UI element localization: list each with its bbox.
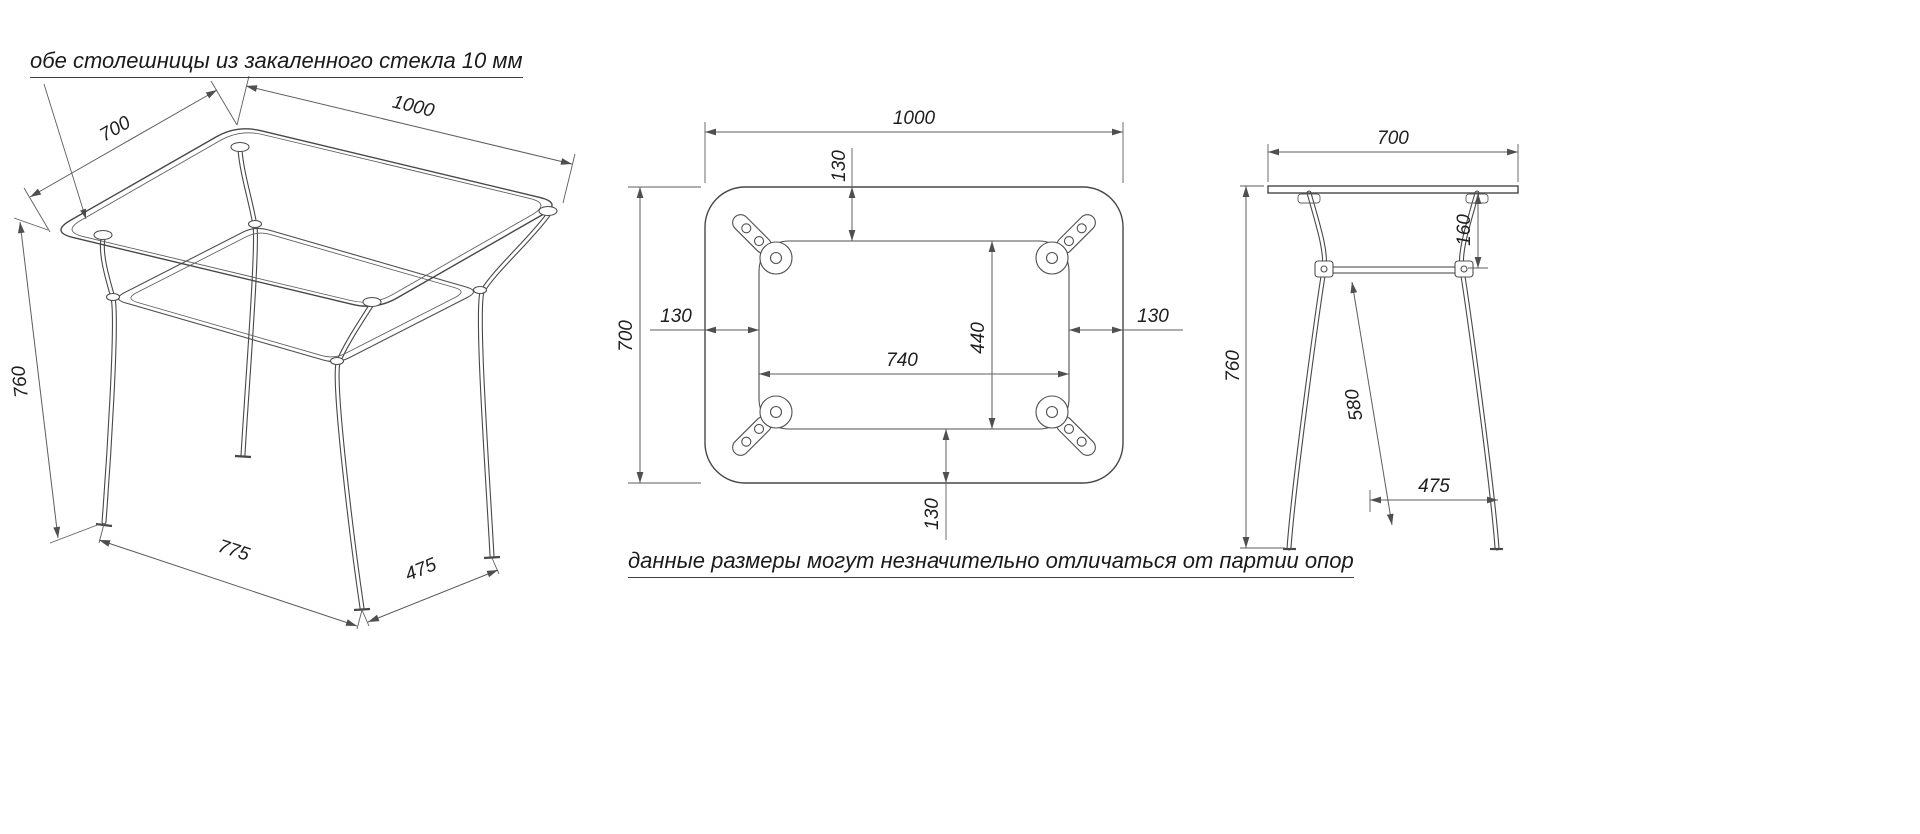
glass-shelf bbox=[117, 227, 475, 363]
dim-label: 475 bbox=[1418, 476, 1450, 497]
foot-tick bbox=[483, 555, 501, 560]
note-dimensions-disclaimer: данные размеры могут незначительно отлич… bbox=[628, 548, 1354, 578]
side-tabletop bbox=[1267, 185, 1519, 204]
dim-inset-right: 130 bbox=[1069, 306, 1183, 334]
dim-label: 700 bbox=[1377, 128, 1409, 149]
tabletop-fittings bbox=[93, 141, 558, 366]
dim-label: 1000 bbox=[893, 108, 936, 129]
dim-shelf-drop: 160 bbox=[1454, 193, 1488, 269]
note-tempered-glass: обе столешницы из закаленного стекла 10 … bbox=[30, 48, 523, 78]
foot-tick bbox=[234, 454, 252, 459]
dim-label: 700 bbox=[96, 112, 134, 146]
dim-label: 1000 bbox=[390, 92, 436, 122]
dim-top-width: 700 bbox=[616, 186, 701, 484]
dim-inset-top: 130 bbox=[829, 148, 856, 241]
side-legs bbox=[1283, 190, 1503, 551]
dim-label: 760 bbox=[8, 364, 33, 398]
dim-label: 740 bbox=[886, 350, 918, 371]
dim-label: 775 bbox=[215, 536, 252, 566]
shelf-outline bbox=[758, 240, 1070, 430]
dim-leg-span-width: 440 bbox=[968, 241, 996, 429]
iso-view: 700 1000 760 775 475 bbox=[8, 75, 576, 630]
tabletop-outline bbox=[704, 186, 1124, 484]
top-view: 1000 700 130 130 130 bbox=[616, 108, 1183, 540]
side-shelf bbox=[1314, 260, 1474, 278]
dim-label: 130 bbox=[922, 498, 943, 530]
dim-iso-top-width: 700 bbox=[23, 80, 238, 233]
dim-iso-base-length: 775 bbox=[98, 523, 363, 630]
dim-label: 440 bbox=[968, 322, 989, 354]
dim-side-height: 760 bbox=[1223, 185, 1285, 549]
dim-inset-bottom: 130 bbox=[922, 429, 950, 540]
side-view: 700 160 760 580 475 bbox=[1223, 128, 1519, 551]
dim-iso-base-width: 475 bbox=[361, 554, 500, 627]
dim-label: 700 bbox=[616, 320, 637, 352]
dim-iso-top-length: 1000 bbox=[236, 75, 576, 204]
dim-label: 130 bbox=[660, 306, 692, 327]
note-leader-line bbox=[43, 83, 87, 220]
dim-iso-height: 760 bbox=[8, 217, 101, 544]
dim-label: 130 bbox=[829, 150, 850, 182]
dim-leg-span-length: 740 bbox=[759, 350, 1069, 378]
dim-leg-length: 580 bbox=[1342, 281, 1394, 526]
dim-label: 475 bbox=[402, 554, 440, 586]
foot-tick bbox=[353, 607, 371, 612]
dim-side-width: 700 bbox=[1267, 128, 1519, 182]
dim-label: 580 bbox=[1342, 387, 1368, 422]
dim-inset-left: 130 bbox=[650, 306, 759, 334]
dim-label: 760 bbox=[1223, 350, 1244, 382]
table-legs bbox=[95, 147, 551, 612]
dim-label: 130 bbox=[1137, 306, 1169, 327]
dim-foot-span: 475 bbox=[1369, 476, 1498, 512]
dim-label: 160 bbox=[1454, 214, 1475, 246]
glass-tabletop bbox=[60, 128, 553, 307]
leg-fittings bbox=[723, 205, 1105, 465]
dim-top-length: 1000 bbox=[704, 108, 1124, 183]
